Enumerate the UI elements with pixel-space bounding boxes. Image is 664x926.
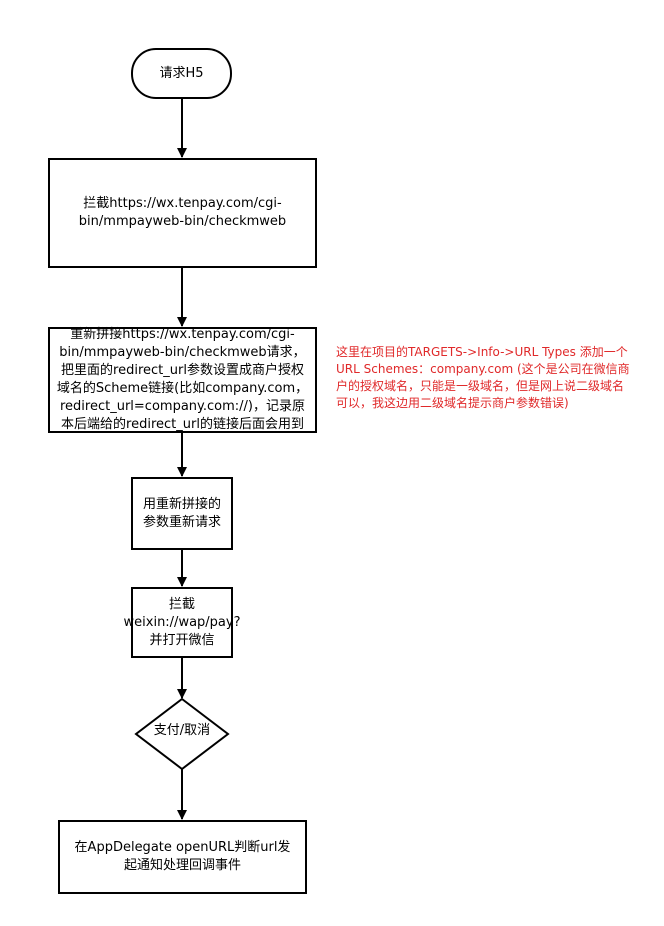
rerequest-label: 用重新拼接的参数重新请求 [142, 496, 221, 530]
intercept-checkmweb-label: 拦截https://wx.tenpay.com/cgi-bin/mmpayweb… [78, 196, 287, 229]
intercept-checkmweb-node: 拦截https://wx.tenpay.com/cgi-bin/mmpayweb… [48, 158, 317, 268]
intercept-weixin-node: 拦截 weixin://wap/pay? 并打开微信 [124, 587, 240, 658]
intercept-weixin-label: 拦截 weixin://wap/pay? 并打开微信 [123, 596, 241, 648]
url-types-annotation: 这里在项目的TARGETS->Info->URL Types 添加一个URL S… [336, 345, 630, 410]
start-node-label: 请求H5 [159, 65, 204, 81]
rebuild-url-node: 重新拼接https://wx.tenpay.com/cgi-bin/mmpayw… [48, 327, 317, 433]
decision-label: 支付/取消 [153, 723, 211, 738]
rebuild-url-label: 重新拼接https://wx.tenpay.com/cgi-bin/mmpayw… [56, 327, 309, 432]
appdelegate-node: 在AppDelegate openURL判断url发起通知处理回调事件 [58, 820, 307, 894]
appdelegate-label: 在AppDelegate openURL判断url发起通知处理回调事件 [74, 840, 291, 873]
start-node: 请求H5 [131, 48, 232, 99]
rerequest-node: 用重新拼接的参数重新请求 [131, 477, 233, 550]
